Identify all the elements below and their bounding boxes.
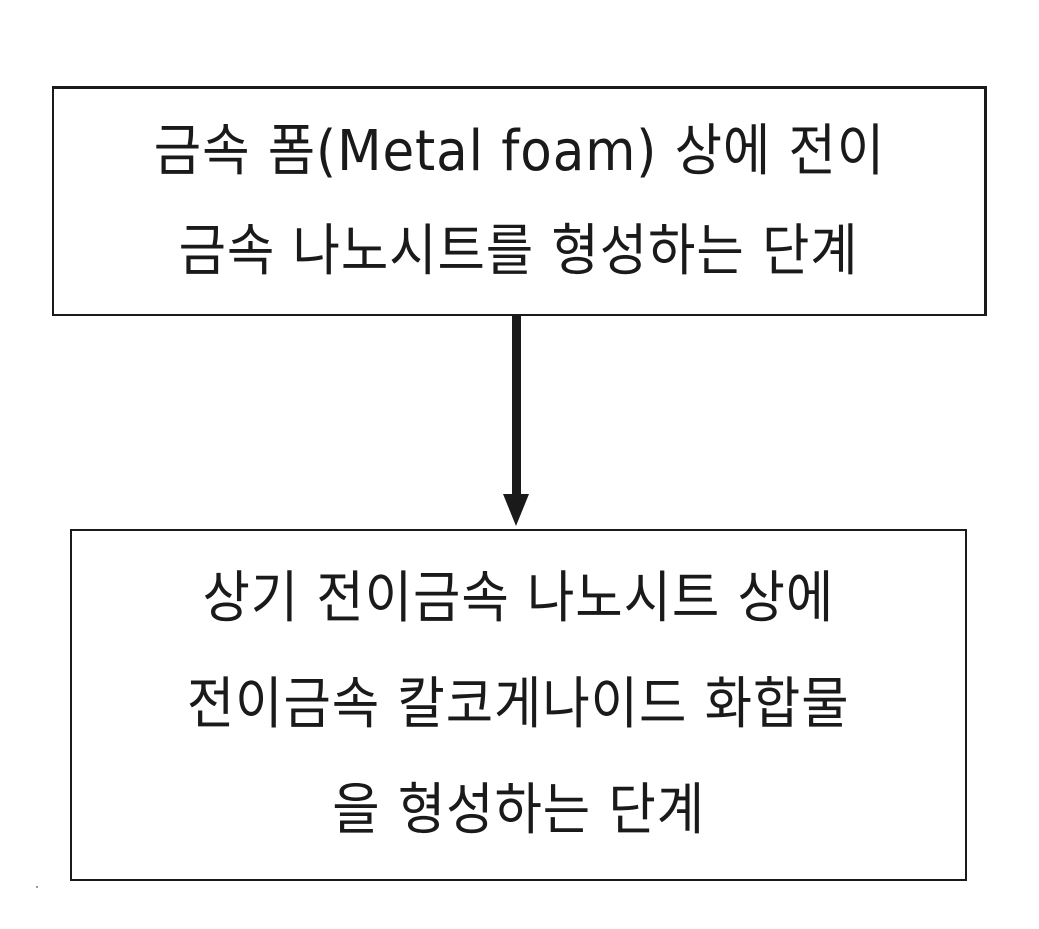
flow-step-1-box: 금속 폼(Metal foam) 상에 전이 금속 나노시트를 형성하는 단계: [52, 86, 987, 316]
flow-step-2-box: 상기 전이금속 나노시트 상에 전이금속 칼코게나이드 화합물 을 형성하는 단…: [70, 529, 967, 881]
down-arrow-icon: [503, 314, 529, 526]
flow-step-2-line-1: 상기 전이금속 나노시트 상에: [202, 566, 835, 631]
flow-step-2-line-2: 전이금속 칼코게나이드 화합물: [187, 672, 850, 737]
flow-step-1-line-2: 금속 나노시트를 형성하는 단계: [178, 218, 860, 284]
flow-step-1-line-1: 금속 폼(Metal foam) 상에 전이: [153, 118, 885, 184]
scan-artifact: [36, 886, 38, 888]
flow-step-2-line-3: 을 형성하는 단계: [332, 778, 705, 843]
